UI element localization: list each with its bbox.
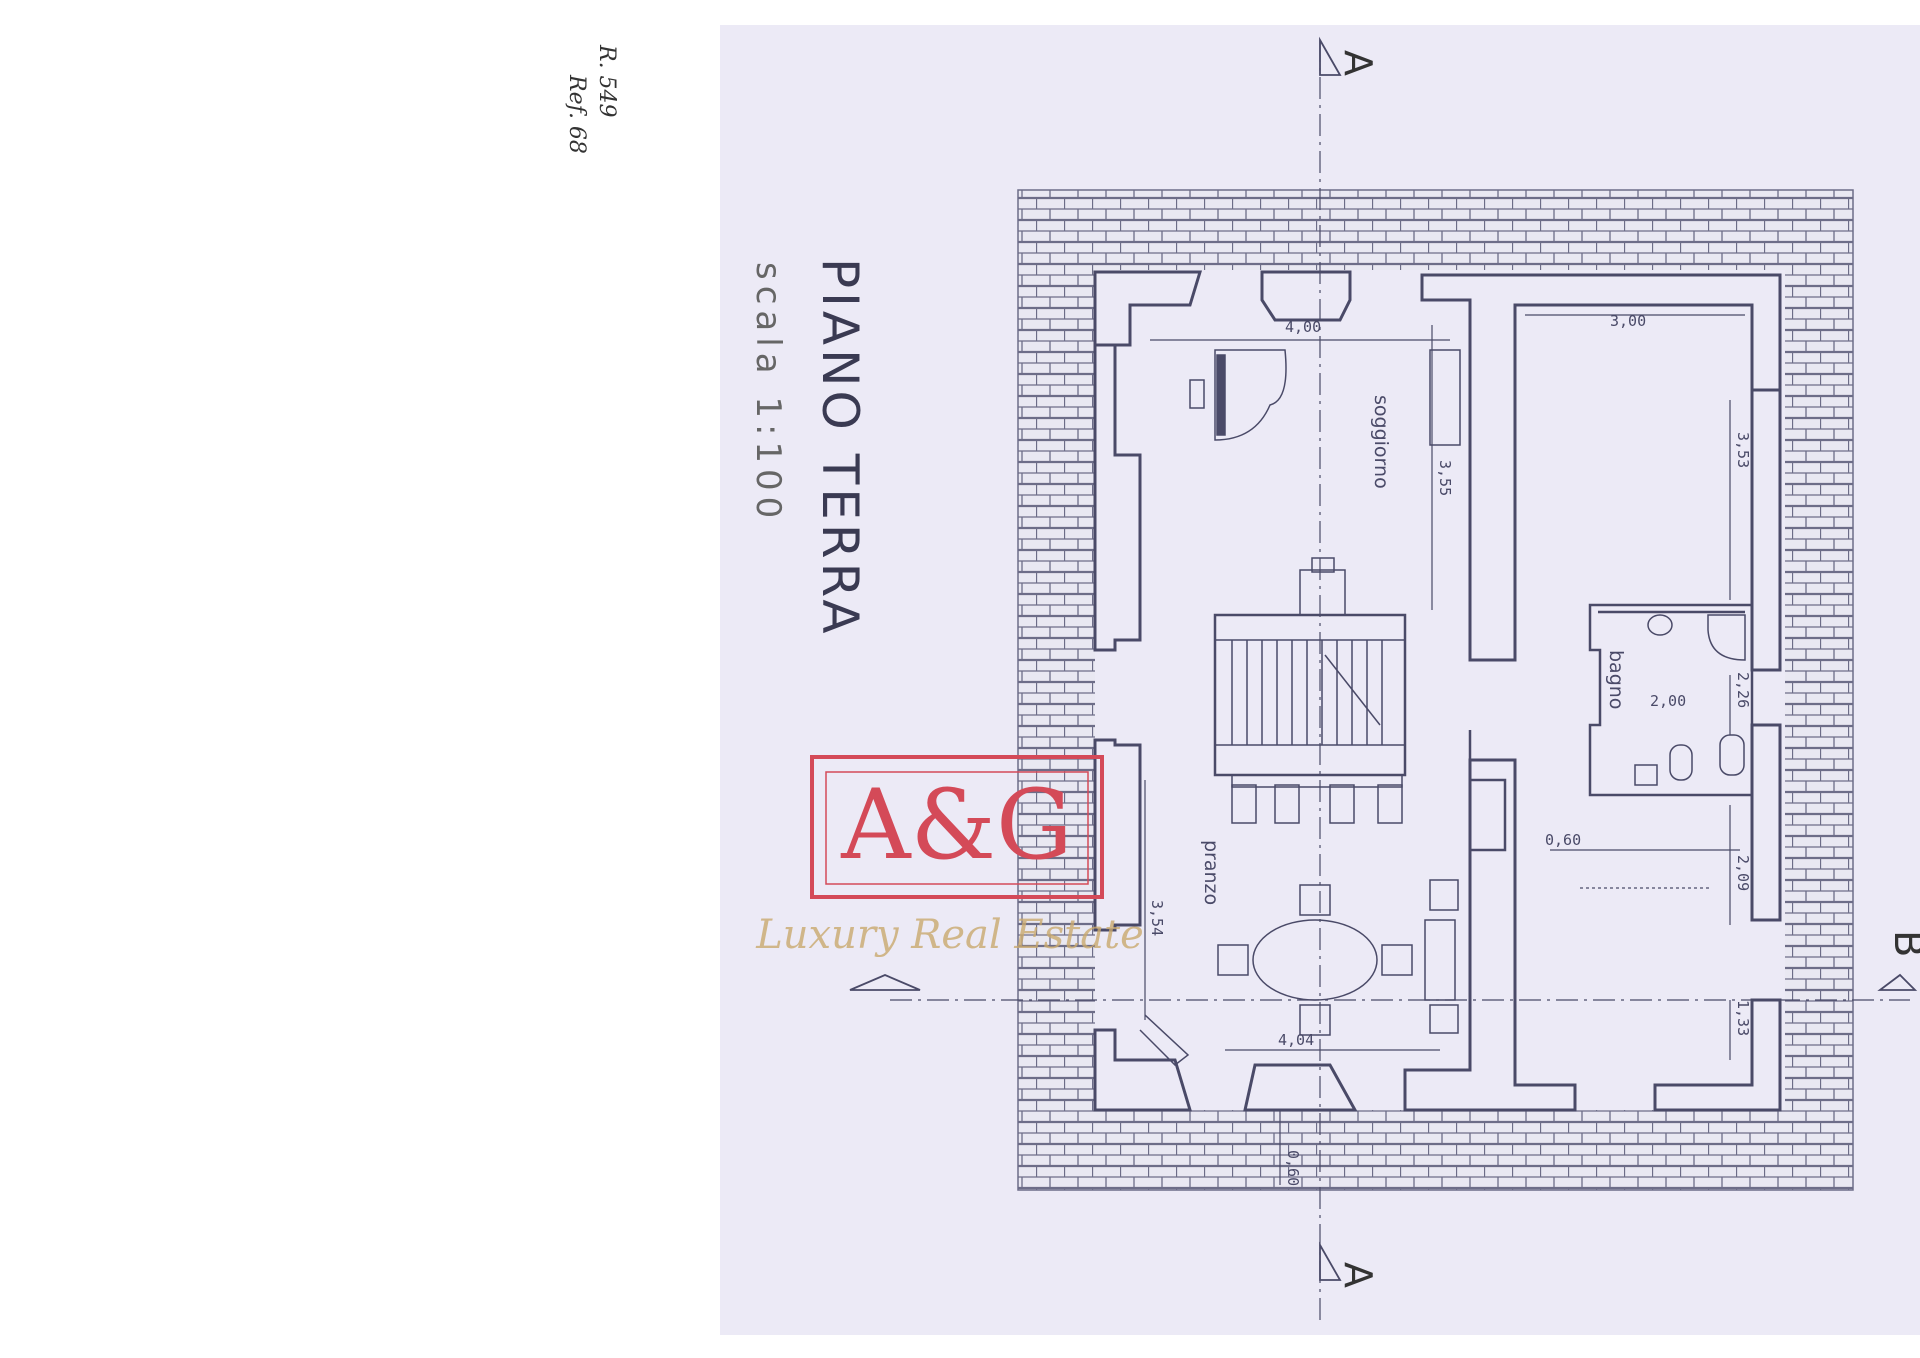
dim-living-length: 3,55 — [1436, 460, 1454, 496]
arrow-icon — [1319, 1241, 1342, 1281]
bidet-icon — [1669, 744, 1693, 781]
dim-dining-width: 4,04 — [1278, 1031, 1314, 1049]
dim-right-room-width: 3,00 — [1610, 312, 1646, 330]
plan-scale: scala 1:100 — [748, 262, 788, 524]
plan-title: PIANO TERRA — [811, 258, 869, 638]
note-line-2: Ref. 68 — [564, 74, 589, 154]
sideboard — [1429, 349, 1461, 446]
chair-icon — [1377, 784, 1403, 824]
watermark-logo-frame — [810, 755, 1104, 899]
shower-icon — [1707, 614, 1746, 661]
cabinet-icon — [1424, 919, 1456, 1001]
bathroom-walls — [1588, 603, 1754, 797]
dim-bottom-wall: 0,60 — [1284, 1150, 1302, 1186]
chair-icon — [1299, 1004, 1331, 1036]
note-line-1: R. 549 — [594, 44, 619, 118]
arrow-icon — [1877, 973, 1918, 991]
cabinet-icon — [1634, 764, 1658, 786]
chair-icon — [1231, 784, 1257, 824]
dimension-lines — [1144, 314, 1745, 1185]
watermark: A&G Luxury Real Estate — [755, 755, 1144, 958]
section-arrows — [849, 36, 1918, 1281]
sink-icon — [1647, 614, 1673, 636]
arrow-icon — [1319, 36, 1342, 76]
dim-wall-gap: 0,60 — [1545, 831, 1581, 849]
handwritten-note: R. 549 Ref. 68 — [564, 44, 619, 154]
section-label-b: B — [1885, 930, 1920, 957]
outer-masonry — [1017, 189, 1854, 1191]
cabinet-icon — [1429, 1004, 1459, 1034]
dim-dining-length: 3,54 — [1148, 900, 1166, 936]
room-label-dining: pranzo — [1200, 840, 1222, 905]
arrow-icon — [849, 974, 921, 991]
bathroom-fixtures — [1634, 614, 1746, 786]
watermark-tagline: Luxury Real Estate — [755, 912, 1144, 958]
chair-icon — [1274, 784, 1300, 824]
internal-partition — [1468, 730, 1507, 852]
dim-right-room-mid: 2,09 — [1734, 855, 1752, 891]
piano-icon — [1189, 349, 1287, 441]
chair-icon — [1299, 884, 1331, 916]
watermark-logo: A&G — [840, 769, 1072, 881]
dim-bath-width: 2,00 — [1650, 692, 1686, 710]
chair-icon — [1217, 944, 1249, 976]
dimension-labels: 4,00 3,55 3,00 3,53 2,00 2,26 0,60 2,09 … — [1148, 312, 1752, 1186]
chair-icon — [1381, 944, 1413, 976]
exterior-walls — [1093, 270, 1782, 1112]
dim-living-width: 4,00 — [1285, 318, 1321, 336]
section-label-a-top: A — [1336, 50, 1380, 76]
room-label-living: soggiorno — [1370, 395, 1392, 489]
room-label-bath: bagno — [1605, 650, 1627, 709]
dim-right-room-bottom: 1,33 — [1734, 1000, 1752, 1036]
dim-bath-length: 2,26 — [1734, 672, 1752, 708]
toilet-icon — [1719, 734, 1745, 776]
room-labels: soggiorno pranzo bagno — [1200, 395, 1627, 905]
section-label-a-bottom: A — [1336, 1262, 1380, 1288]
section-lines — [890, 40, 1910, 1320]
chair-icon — [1329, 784, 1355, 824]
dim-right-room-length: 3,53 — [1734, 432, 1752, 468]
cabinet-icon — [1429, 879, 1459, 911]
